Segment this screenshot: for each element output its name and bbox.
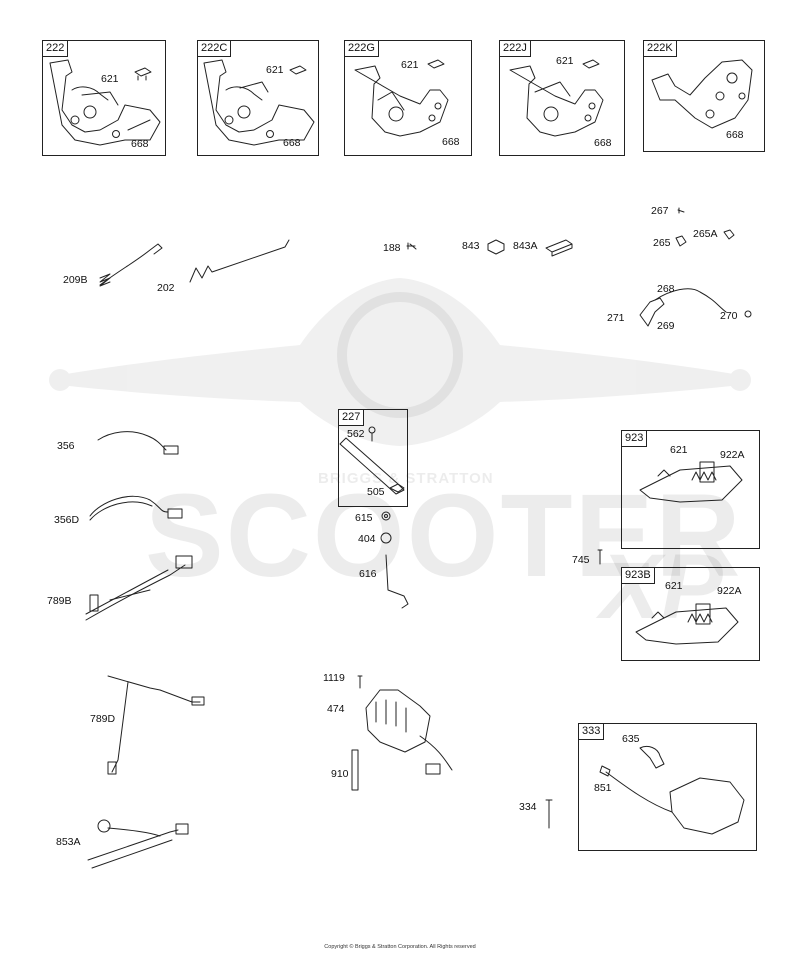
- governor-923B-drawing: [635, 603, 739, 645]
- box-tag-222G: 222G: [344, 40, 379, 57]
- washer-615-drawing: [381, 511, 391, 521]
- lever-271-drawing: [639, 297, 665, 327]
- screw-334-drawing: [545, 799, 553, 829]
- ignition-module-333-drawing: [599, 745, 745, 835]
- label-265: 265: [653, 237, 671, 249]
- label-265A: 265A: [693, 228, 718, 240]
- label-334: 334: [519, 801, 537, 813]
- label-271: 271: [607, 312, 625, 324]
- label-616: 616: [359, 568, 377, 580]
- harness-789D-drawing: [107, 675, 205, 775]
- label-789D: 789D: [90, 713, 116, 725]
- label-843: 843: [462, 240, 480, 252]
- label-621: 621: [101, 73, 119, 85]
- box-222C: 222C 621 668: [197, 40, 319, 156]
- label-621: 621: [266, 64, 284, 76]
- label-621: 621: [401, 59, 419, 71]
- screw-188-drawing: [406, 242, 417, 250]
- washer-404-drawing: [380, 532, 392, 544]
- label-267: 267: [651, 205, 669, 217]
- label-268: 268: [657, 283, 675, 295]
- box-tag-222J: 222J: [499, 40, 531, 57]
- screw-267-drawing: [677, 207, 685, 214]
- box-222: 222 621 668: [42, 40, 166, 156]
- copyright-footer: Copyright © Briggs & Stratton Corporatio…: [324, 944, 476, 950]
- box-923: 923 621 922A: [621, 430, 760, 549]
- label-853A: 853A: [56, 836, 81, 848]
- spring-209B-drawing: [99, 243, 163, 287]
- label-404: 404: [358, 533, 376, 545]
- label-474: 474: [327, 703, 345, 715]
- label-668: 668: [131, 138, 149, 150]
- label-269: 269: [657, 320, 675, 332]
- label-745: 745: [572, 554, 590, 566]
- label-910: 910: [331, 768, 349, 780]
- label-562: 562: [347, 428, 365, 440]
- screw-745-drawing: [597, 549, 603, 565]
- label-356D: 356D: [54, 514, 80, 526]
- label-668: 668: [283, 137, 301, 149]
- label-621: 621: [670, 444, 688, 456]
- box-222K: 222K 668: [643, 40, 765, 152]
- harness-356-drawing: [97, 431, 179, 455]
- label-851: 851: [594, 782, 612, 794]
- label-615: 615: [355, 512, 373, 524]
- box-tag-333: 333: [578, 723, 605, 740]
- clip-265-drawing: [675, 235, 687, 247]
- control-bracket-222-drawing: [49, 59, 161, 146]
- control-bracket-222J-drawing: [509, 59, 604, 137]
- control-bracket-222C-drawing: [203, 59, 315, 146]
- label-668: 668: [726, 129, 744, 141]
- box-tag-923B: 923B: [621, 567, 655, 584]
- cable-268-drawing: [654, 288, 727, 313]
- label-1119: 1119: [323, 672, 345, 684]
- label-789B: 789B: [47, 595, 72, 607]
- box-tag-222C: 222C: [197, 40, 232, 57]
- label-922A: 922A: [717, 585, 742, 597]
- label-202: 202: [157, 282, 175, 294]
- control-bracket-222G-drawing: [354, 59, 449, 137]
- label-635: 635: [622, 733, 640, 745]
- box-227: 227 562 505: [338, 409, 408, 507]
- governor-923-drawing: [639, 461, 743, 503]
- label-209B: 209B: [63, 274, 88, 286]
- label-356: 356: [57, 440, 75, 452]
- harness-356D-drawing: [89, 495, 183, 521]
- clip-265A-drawing: [723, 229, 735, 240]
- harness-853A-drawing: [87, 819, 189, 869]
- label-843A: 843A: [513, 240, 538, 252]
- watermark-script: XP: [600, 536, 723, 638]
- lever-227-drawing: [339, 426, 405, 495]
- box-333: 333 635 851: [578, 723, 757, 851]
- governor-plate-222K-drawing: [651, 59, 753, 129]
- box-tag-923: 923: [621, 430, 648, 447]
- ignition-module-474-drawing: [351, 675, 453, 791]
- label-668: 668: [442, 136, 460, 148]
- box-222J: 222J 621 668: [499, 40, 625, 156]
- governor-link-202-drawing: [189, 239, 290, 283]
- box-923B: 923B 621 922A: [621, 567, 760, 661]
- label-621: 621: [556, 55, 574, 67]
- harness-789B-drawing: [85, 555, 193, 621]
- label-188: 188: [383, 242, 401, 254]
- label-270: 270: [720, 310, 738, 322]
- box-tag-222: 222: [42, 40, 69, 57]
- box-tag-227: 227: [338, 409, 365, 426]
- label-668: 668: [594, 137, 612, 149]
- watermark-brand: BRIGGS & STRATTON: [318, 470, 494, 487]
- label-922A: 922A: [720, 449, 745, 461]
- label-505: 505: [367, 486, 385, 498]
- shaft-616-drawing: [385, 554, 409, 609]
- label-621: 621: [665, 580, 683, 592]
- washer-270-drawing: [744, 310, 752, 318]
- box-222G: 222G 621 668: [344, 40, 472, 156]
- box-tag-222K: 222K: [643, 40, 677, 57]
- part-843-drawing: [487, 239, 505, 255]
- part-843A-drawing: [545, 239, 573, 257]
